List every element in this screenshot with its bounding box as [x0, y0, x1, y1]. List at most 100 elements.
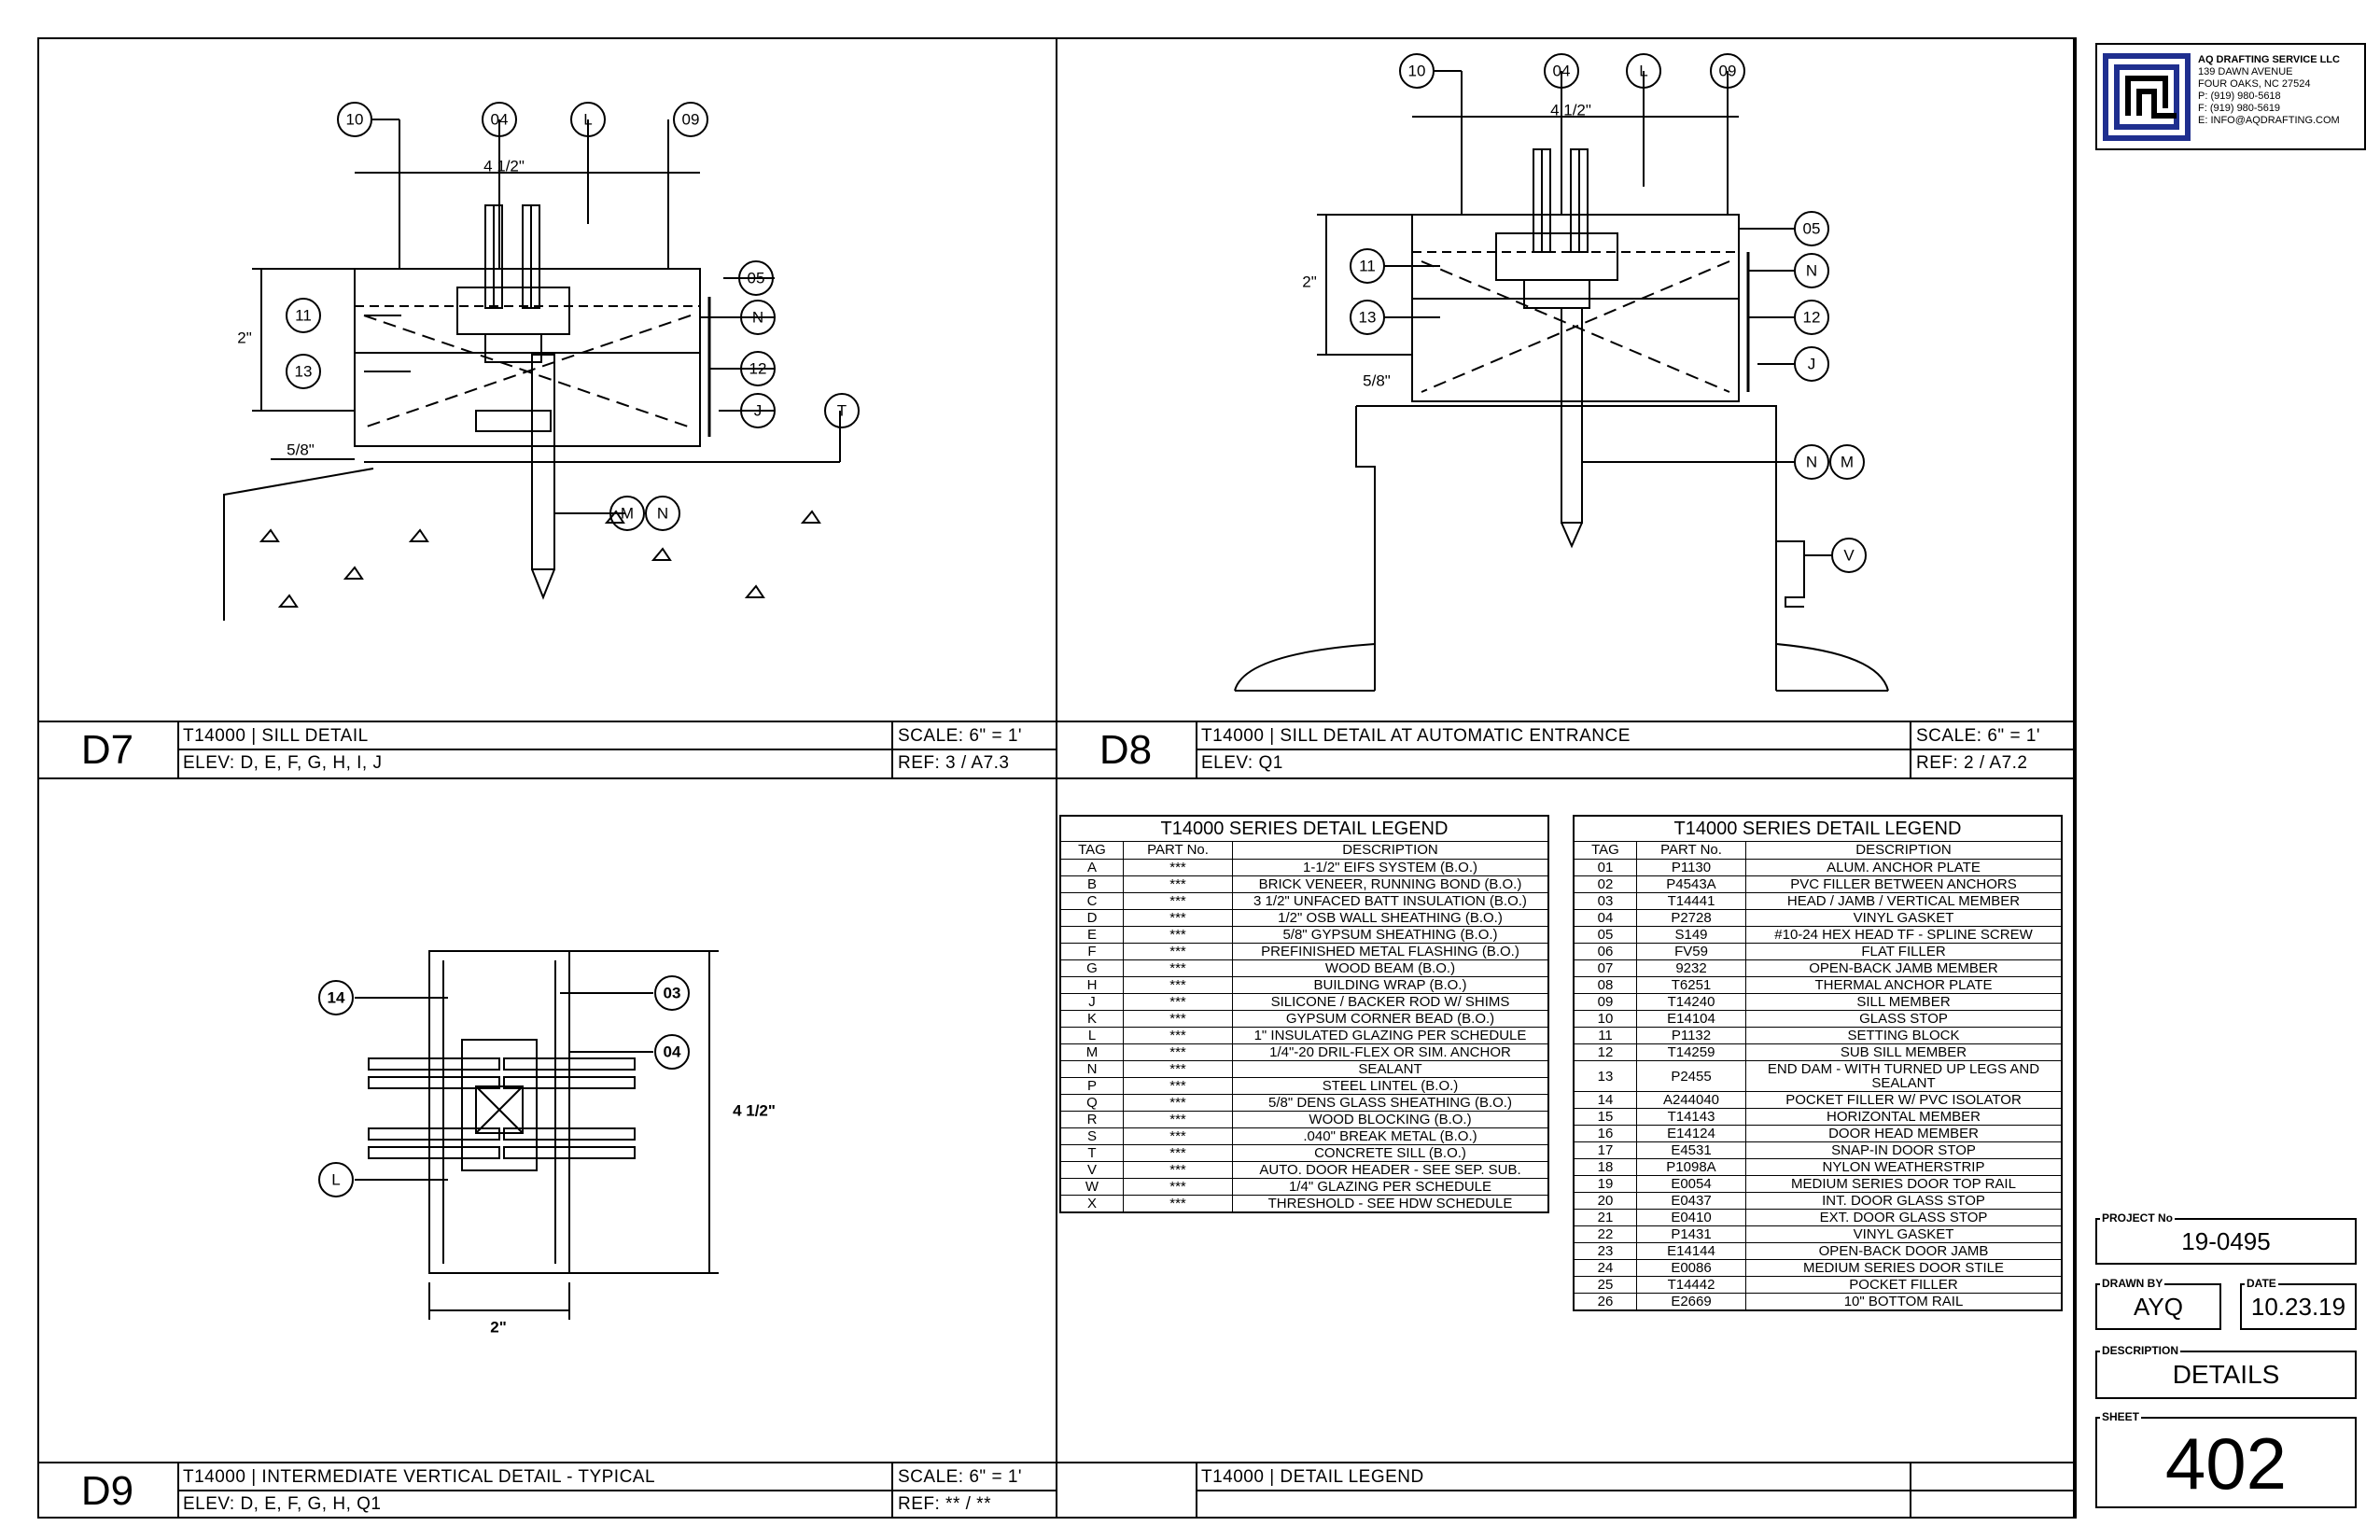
d7-tag-M: M: [621, 505, 634, 523]
legend-left-desc-cell: 1/2" OSB WALL SHEATHING (B.O.): [1232, 909, 1549, 927]
legend-right-part-cell: A244040: [1636, 1091, 1746, 1109]
legend-right-tag-cell: 25: [1573, 1276, 1637, 1294]
legend-left-part-cell: ***: [1123, 926, 1233, 944]
legend-left-row: S***.040" BREAK METAL (B.O.): [1059, 1127, 1549, 1145]
d9-tag-14: 14: [328, 989, 345, 1007]
legend-right-tag-cell: 16: [1573, 1125, 1637, 1142]
d7-sill-detail-drawing: 10 04 L 09 11 13 05 N 12 J T M N 4 1/2" …: [223, 102, 860, 621]
d7-tag-10: 10: [346, 111, 364, 129]
d8-title-sep1: [1196, 721, 1197, 777]
d7-scale: SCALE: 6" = 1': [898, 726, 1023, 746]
d7-tag-N2: N: [657, 505, 668, 523]
legend-right-desc-cell: MEDIUM SERIES DOOR STILE: [1745, 1259, 2063, 1277]
legend-right-desc-cell: ALUM. ANCHOR PLATE: [1745, 859, 2063, 876]
d7-dim-height: 2": [237, 329, 252, 347]
legend-right-part-cell: E14144: [1636, 1242, 1746, 1260]
description-box: [2095, 1351, 2357, 1399]
company-address1: 139 DAWN AVENUE: [2198, 66, 2293, 77]
company-address2: FOUR OAKS, NC 27524: [2198, 78, 2311, 90]
date-label: DATE: [2245, 1277, 2278, 1290]
legend-left-row: R***WOOD BLOCKING (B.O.): [1059, 1111, 1549, 1128]
legend-right-tag-cell: 02: [1573, 875, 1637, 893]
legend-left-part-cell: ***: [1123, 1010, 1233, 1028]
legend-left-row: C***3 1/2" UNFACED BATT INSULATION (B.O.…: [1059, 892, 1549, 910]
legend-left-desc-cell: SILICONE / BACKER ROD W/ SHIMS: [1232, 993, 1549, 1011]
legend-right-part-cell: P1098A: [1636, 1158, 1746, 1176]
legend-right-tag-cell: 06: [1573, 943, 1637, 960]
legend-right-part-cell: E0410: [1636, 1209, 1746, 1226]
legend-left-part-cell: ***: [1123, 1094, 1233, 1112]
legend-left-row: G***WOOD BEAM (B.O.): [1059, 959, 1549, 977]
d7-tag-13: 13: [295, 363, 313, 381]
legend-left-tag-cell: B: [1059, 875, 1124, 893]
legend-left-part-cell: ***: [1123, 1161, 1233, 1179]
d7-title-sep1: [177, 721, 179, 777]
legend-right-desc-cell: VINYL GASKET: [1745, 1225, 2063, 1243]
company-phone: P: (919) 980-5618: [2198, 91, 2281, 102]
legend-right-tag-cell: 20: [1573, 1192, 1637, 1210]
d8-detail-number: D8: [1099, 727, 1153, 773]
d7-tag-12: 12: [749, 360, 767, 378]
legend-right-tag-cell: 21: [1573, 1209, 1637, 1226]
d8-tag-10: 10: [1408, 63, 1426, 80]
legend-right-desc-cell: OPEN-BACK DOOR JAMB: [1745, 1242, 2063, 1260]
legend-right-part-cell: E0086: [1636, 1259, 1746, 1277]
d8-dim-offset: 5/8": [1363, 372, 1391, 390]
d8-tag-N2: N: [1806, 454, 1817, 471]
legend-left-tag-cell: K: [1059, 1010, 1124, 1028]
d8-elev: ELEV: Q1: [1201, 753, 1283, 773]
legend-left-desc-cell: 5/8" GYPSUM SHEATHING (B.O.): [1232, 926, 1549, 944]
d7-ref: REF: 3 / A7.3: [898, 753, 1010, 773]
legend-left-part-cell: ***: [1123, 1111, 1233, 1128]
sheet-box: [2095, 1417, 2357, 1508]
legend-right-tag-cell: 19: [1573, 1175, 1637, 1193]
legend-left-part-cell: ***: [1123, 1027, 1233, 1044]
d7-tag-05: 05: [748, 270, 765, 287]
legend-left-part-cell: ***: [1123, 943, 1233, 960]
legend-left-tag-cell: A: [1059, 859, 1124, 876]
legend-left-row: L***1" INSULATED GLAZING PER SCHEDULE: [1059, 1027, 1549, 1044]
d7-detail-number: D7: [80, 727, 134, 773]
legend-left-desc-cell: 5/8" DENS GLASS SHEATHING (B.O.): [1232, 1094, 1549, 1112]
date-box: [2240, 1283, 2357, 1330]
legend-left-part-cell: ***: [1123, 1060, 1233, 1078]
legend-left-tag-cell: C: [1059, 892, 1124, 910]
d9-dim-height: 4 1/2": [733, 1102, 776, 1120]
legend-right-tag-cell: 23: [1573, 1242, 1637, 1260]
d9-intermediate-vertical-drawing: 14 03 04 L 4 1/2" 2": [318, 950, 776, 1337]
legend-left-tag-cell: N: [1059, 1060, 1124, 1078]
legend-right-tag-cell: 03: [1573, 892, 1637, 910]
legend-right-tag-header: TAG: [1573, 841, 1637, 860]
d8-automatic-entrance-sill-drawing: 10 04 L 09 11 13 05 N 12 J N M V 4 1/2" …: [1234, 53, 1889, 692]
company-email: E: INFO@AQDRAFTING.COM: [2198, 115, 2340, 126]
legend-left-desc-cell: WOOD BLOCKING (B.O.): [1232, 1111, 1549, 1128]
d8-tag-13: 13: [1359, 309, 1377, 327]
d7-tag-J: J: [754, 402, 763, 420]
legend-right-part-cell: E2669: [1636, 1293, 1746, 1311]
d7-tag-11: 11: [295, 307, 312, 325]
legend-left-part-cell: ***: [1123, 1195, 1233, 1213]
d9-ref: REF: ** / **: [898, 1494, 991, 1514]
legend-left-tag-cell: H: [1059, 976, 1124, 994]
d9-dim-width: 2": [490, 1319, 507, 1337]
legend-right-part-cell: P2455: [1636, 1060, 1746, 1092]
legend-table-left: T14000 SERIES DETAIL LEGEND TAG PART No.…: [1059, 815, 1549, 1213]
titleblock-border: [2075, 37, 2077, 1519]
d8-dim-width: 4 1/2": [1550, 102, 1591, 119]
legend-left-part-cell: ***: [1123, 859, 1233, 876]
legend-right-part-cell: P1431: [1636, 1225, 1746, 1243]
d8-title: T14000 | SILL DETAIL AT AUTOMATIC ENTRAN…: [1201, 726, 1631, 746]
d8-tag-N: N: [1806, 262, 1817, 280]
d8-ref: REF: 2 / A7.2: [1916, 753, 2028, 773]
legend-right-desc-cell: SETTING BLOCK: [1745, 1027, 2063, 1044]
legend-right-tag-cell: 17: [1573, 1141, 1637, 1159]
legend-block-title: T14000 | DETAIL LEGEND: [1201, 1467, 1424, 1487]
legend-right-part-cell: E0054: [1636, 1175, 1746, 1193]
